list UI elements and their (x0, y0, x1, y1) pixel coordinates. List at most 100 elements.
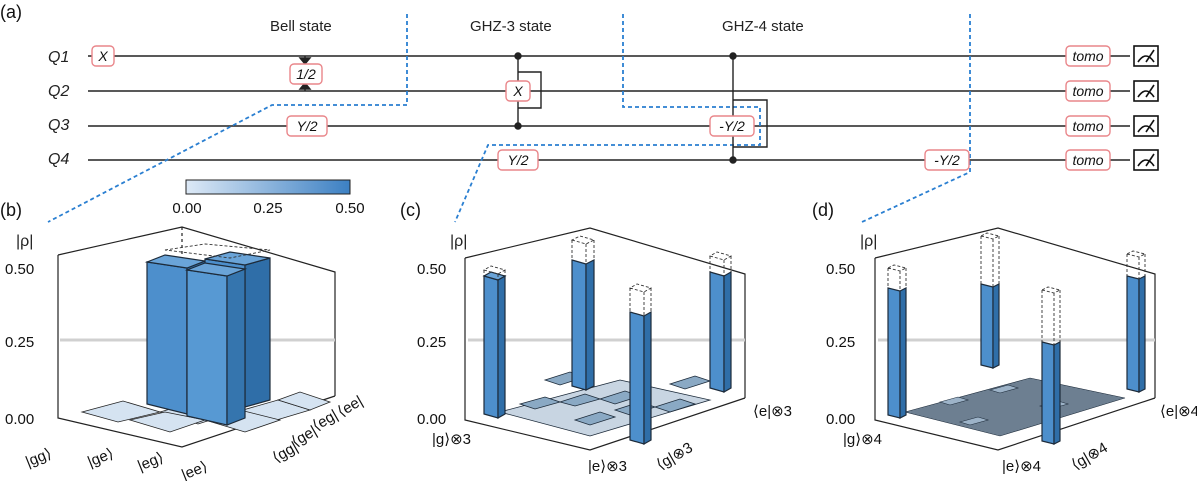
plot-c-bar-2 (629, 310, 652, 446)
plot-b-ztick-000: 0.00 (5, 411, 34, 428)
plot-b-xtick-0: |gg⟩ (23, 445, 54, 471)
tomography-gates: tomo tomo tomo tomo (1065, 45, 1111, 171)
tomo-q2: tomo (1065, 80, 1111, 102)
plot-d-zlabel: |ρ| (860, 233, 877, 250)
colorbar-tick-2: 0.50 (335, 200, 364, 217)
plot-d-bar-1 (980, 283, 1000, 369)
plot-d: |ρ| 0.50 0.25 0.00 (826, 227, 1197, 475)
meter-icon-q4 (1133, 149, 1159, 171)
plot-d-xlabel-0: |g⟩⊗4 (843, 431, 882, 448)
ghz3-bracket (518, 71, 542, 109)
meter-icon-q1 (1133, 45, 1159, 67)
plot-b-ztick-025: 0.25 (5, 334, 34, 351)
plot-c-ylabel-0: ⟨e|⊗3 (753, 403, 792, 420)
measurement-icons (1133, 45, 1159, 171)
plot-c-bars (482, 259, 732, 446)
plot-b-ideal-outlines (164, 243, 271, 259)
plot-d-ideal-outlines (886, 232, 1147, 345)
panel-label-c: (c) (400, 200, 421, 220)
plot-c-xlabel-1: |e⟩⊗3 (588, 458, 627, 475)
separator-ghz4 (861, 14, 971, 223)
gate-x-q2: X (505, 80, 531, 102)
plot-d-ztick-025: 0.25 (826, 334, 855, 351)
qubit-label-q1: Q1 (48, 49, 69, 66)
plot-d-bars (887, 275, 1146, 445)
iswap-arrow-top (298, 57, 312, 66)
section-ghz4: GHZ-4 state (722, 18, 804, 35)
panel-label-d: (d) (812, 200, 834, 220)
meter-icon-q3 (1133, 115, 1159, 137)
plot-c: |ρ| 0.50 0.25 0.00 (417, 227, 792, 475)
svg-text:tomo: tomo (1072, 83, 1103, 99)
plot-c-frame (464, 227, 746, 451)
separator-ghz3 (454, 14, 761, 223)
svg-text:tomo: tomo (1072, 48, 1103, 64)
plot-d-frame (874, 227, 1156, 451)
plot-b-ytick-0: ⟨ee| (335, 393, 366, 421)
tomo-q4: tomo (1065, 149, 1111, 171)
plot-b-xtick-3: |ee⟩ (179, 458, 210, 481)
svg-text:-Y/2: -Y/2 (719, 118, 745, 134)
panel-label-b: (b) (0, 200, 22, 220)
plot-d-ztick-050: 0.50 (826, 261, 855, 278)
section-separators (47, 14, 971, 223)
plot-c-xlabel-0: |g⟩⊗3 (432, 431, 471, 448)
plot-c-zlabel: |ρ| (450, 233, 467, 250)
svg-text:Y/2: Y/2 (296, 118, 317, 134)
tomo-q3: tomo (1065, 115, 1111, 137)
plot-d-floor (903, 377, 1126, 437)
plot-d-bar-2 (1041, 341, 1061, 445)
ghz4-dot-q4 (729, 156, 737, 164)
gate-neg-y2-q3: -Y/2 (709, 115, 755, 137)
plot-d-ylabel-0: ⟨e|⊗4 (1160, 403, 1197, 420)
gate-half-iswap: 1/2 (289, 63, 323, 85)
plot-c-ztick-050: 0.50 (417, 261, 446, 278)
colorbar-gradient (185, 179, 351, 195)
panel-label-a: (a) (0, 2, 22, 22)
plot-b-bar-2 (184, 262, 248, 426)
ghz3-dot-q1 (514, 52, 522, 60)
separator-bell (47, 14, 408, 223)
plot-c-ztick-025: 0.25 (417, 334, 446, 351)
svg-text:tomo: tomo (1072, 152, 1103, 168)
colorbar: 0.00 0.25 0.50 (172, 179, 365, 217)
tomo-q1: tomo (1065, 45, 1111, 67)
plot-b-xtick-1: |ge⟩ (85, 445, 116, 471)
ghz3-dot-q3 (514, 122, 522, 130)
colorbar-tick-0: 0.00 (172, 200, 201, 217)
svg-text:X: X (512, 83, 523, 99)
plot-b-bars (144, 243, 271, 426)
plot-c-bar-3 (709, 270, 732, 394)
qubit-label-q4: Q4 (48, 151, 69, 168)
plot-c-ztick-000: 0.00 (417, 411, 446, 428)
plot-d-xlabel-1: |e⟩⊗4 (1002, 458, 1041, 475)
svg-text:-Y/2: -Y/2 (934, 152, 960, 168)
iswap-arrow-bottom (298, 81, 312, 90)
gate-connectors (298, 52, 768, 164)
gate-x-q1: X (91, 45, 115, 67)
qubit-label-q3: Q3 (48, 117, 69, 134)
plot-d-ylabel-1: ⟨g|⊗4 (1069, 439, 1111, 473)
svg-text:Y/2: Y/2 (507, 152, 528, 168)
plot-d-ztick-000: 0.00 (826, 411, 855, 428)
plot-d-bar-3 (1126, 275, 1146, 393)
section-bell: Bell state (270, 18, 332, 35)
qubit-label-q2: Q2 (48, 83, 69, 100)
gate-y2-q3: Y/2 (286, 115, 328, 137)
meter-icon-q2 (1133, 80, 1159, 102)
gate-neg-y2-q4: -Y/2 (924, 149, 970, 171)
plot-b-ztick-050: 0.50 (5, 261, 34, 278)
plot-c-floor (498, 371, 712, 437)
plot-c-bar-0 (482, 271, 507, 420)
plot-d-bar-0 (887, 287, 907, 419)
plot-c-ideal-outlines (482, 235, 733, 316)
gates: X 1/2 Y/2 X Y/2 -Y/2 -Y/2 (91, 45, 970, 171)
plot-b-zlabel: |ρ| (16, 233, 33, 250)
svg-text:X: X (97, 48, 108, 64)
colorbar-tick-1: 0.25 (253, 200, 282, 217)
plot-c-bar-1 (571, 259, 595, 391)
svg-text:tomo: tomo (1072, 118, 1103, 134)
plot-c-ylabel-1: ⟨g|⊗3 (654, 439, 696, 473)
ghz4-dot-q1 (729, 52, 737, 60)
